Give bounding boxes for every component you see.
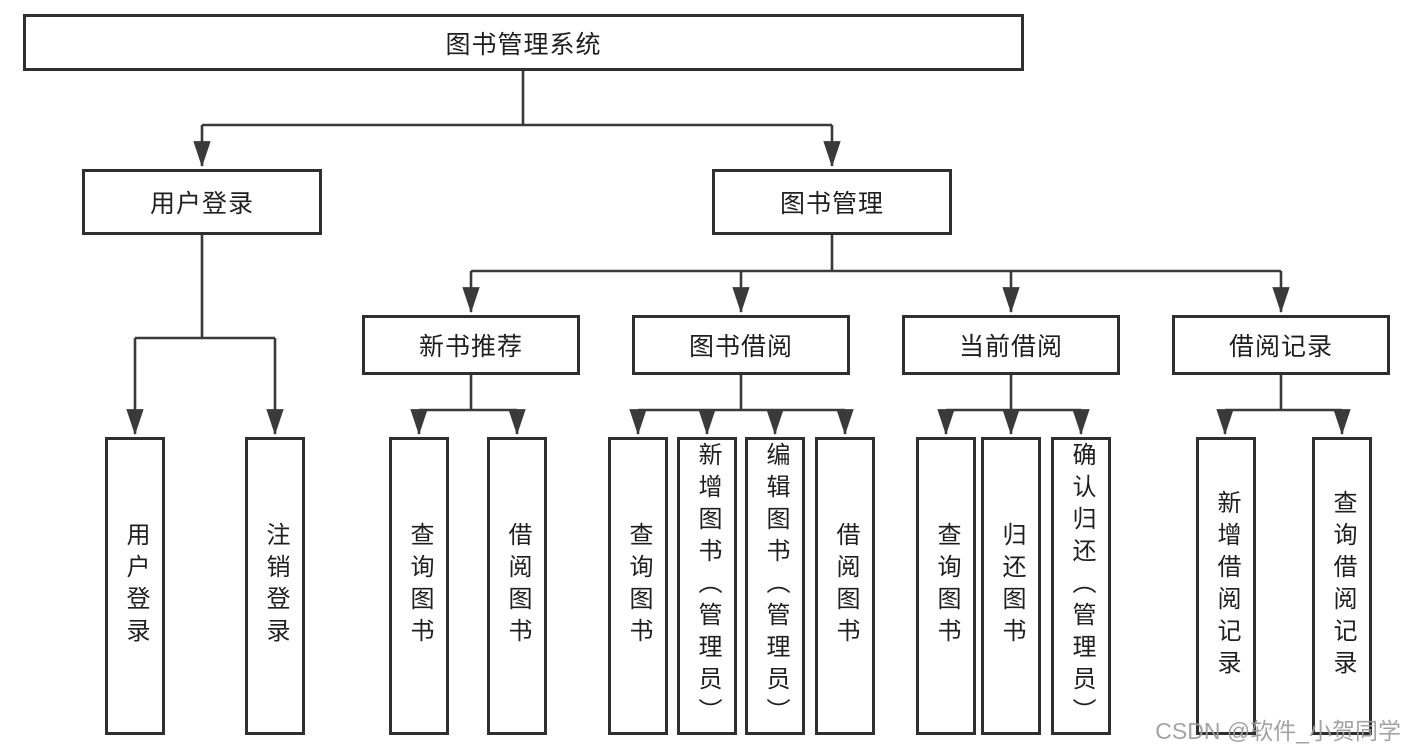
leaf-return-books: 归还图书 [981, 437, 1041, 735]
node-new-book-recommend: 新书推荐 [362, 315, 580, 375]
leaf-query-books-recommend: 查询图书 [389, 437, 449, 735]
leaf-user-login: 用户登录 [105, 437, 165, 735]
leaf-borrow-books-recommend: 借阅图书 [487, 437, 547, 735]
node-current-borrow: 当前借阅 [902, 315, 1120, 375]
leaf-borrow-books: 借阅图书 [815, 437, 875, 735]
node-library-system: 图书管理系统 [23, 14, 1024, 71]
leaf-confirm-return-admin: 确认归还（管理员） [1051, 437, 1111, 735]
leaf-add-books-admin: 新增图书（管理员） [677, 437, 737, 735]
leaf-logout: 注销登录 [245, 437, 305, 735]
node-book-management: 图书管理 [712, 169, 952, 235]
node-user-login: 用户登录 [82, 169, 322, 235]
node-book-borrow: 图书借阅 [632, 315, 850, 375]
csdn-watermark: CSDN @软件_小贺同学 [1155, 718, 1401, 744]
leaf-add-borrow-record: 新增借阅记录 [1196, 437, 1256, 735]
node-borrow-record: 借阅记录 [1172, 315, 1390, 375]
leaf-query-borrow-record: 查询借阅记录 [1312, 437, 1372, 735]
leaf-edit-books-admin: 编辑图书（管理员） [745, 437, 805, 735]
leaf-query-books-current: 查询图书 [916, 437, 976, 735]
leaf-query-books-borrow: 查询图书 [608, 437, 668, 735]
